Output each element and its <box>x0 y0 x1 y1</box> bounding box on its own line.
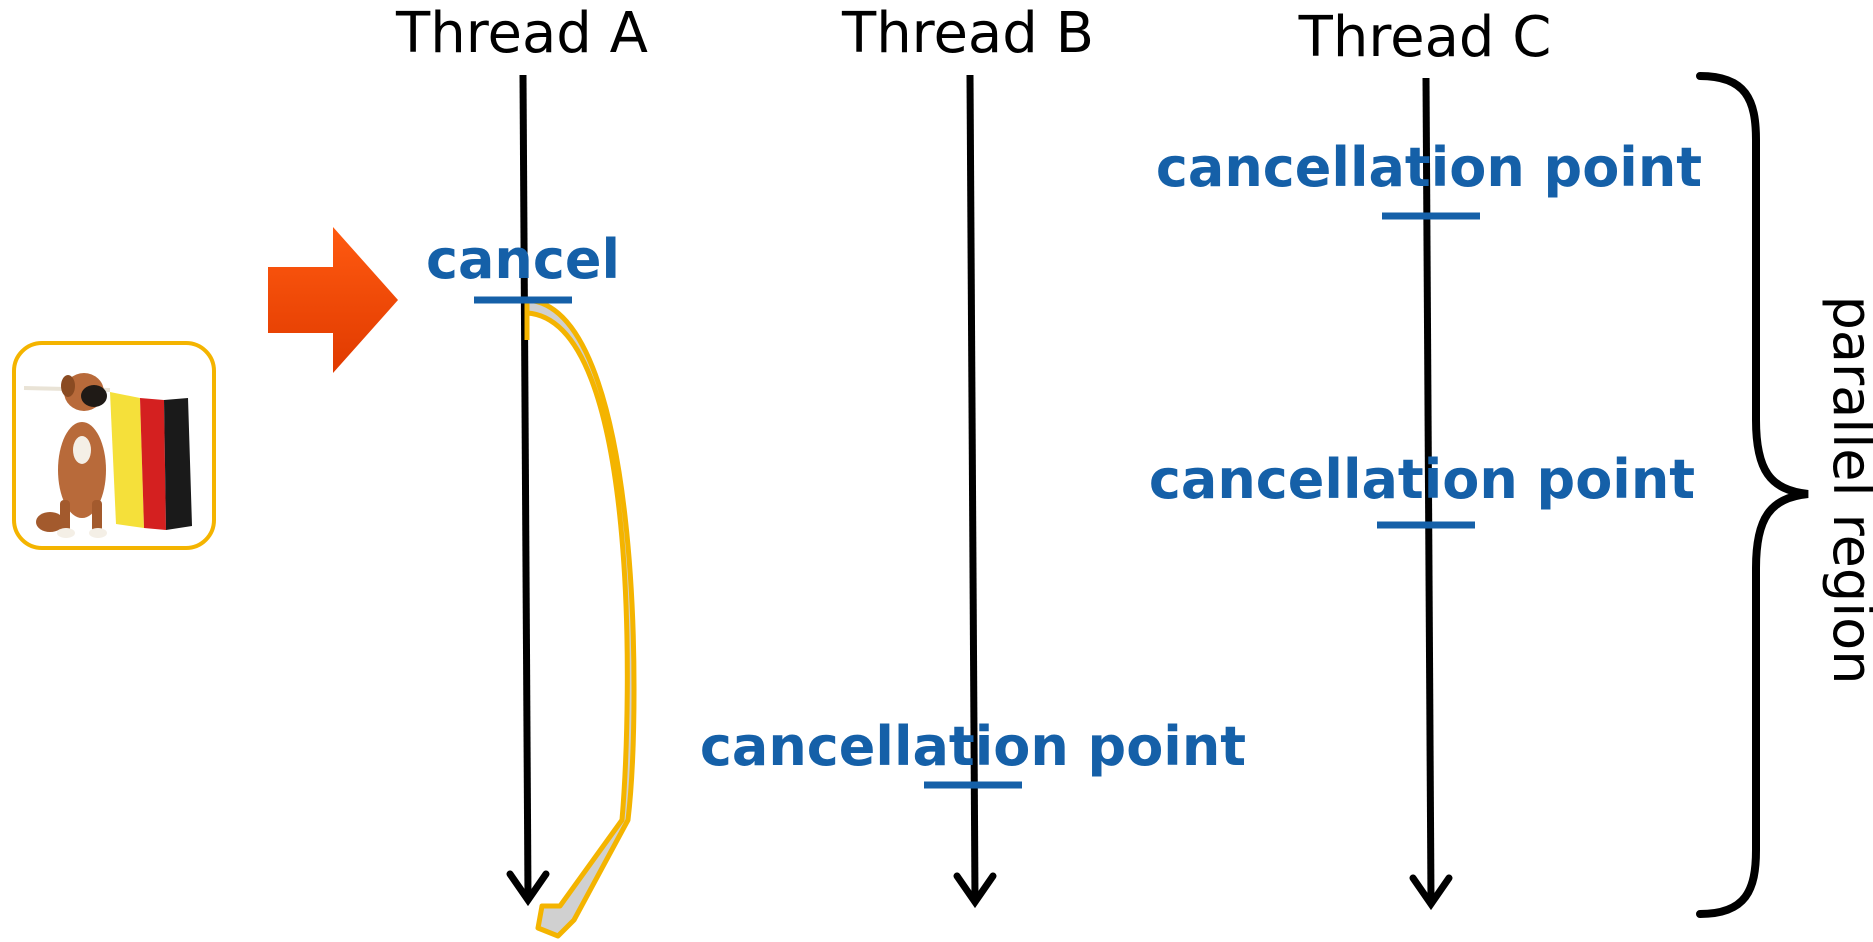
dog-with-german-flag-icon <box>12 341 216 550</box>
cancel-label: cancel <box>426 228 620 291</box>
thread-b-arrowhead <box>953 872 997 909</box>
thread-b-title: Thread B <box>841 1 1094 66</box>
thread-b-timeline <box>953 74 997 909</box>
thread-c-cancellation-point-1-label: cancellation point <box>1156 136 1702 199</box>
right-curly-brace-icon <box>1696 72 1809 918</box>
thread-a-line <box>519 74 532 899</box>
jump-to-end-arrow-icon <box>524 297 637 939</box>
thread-c-arrowhead <box>1409 874 1453 911</box>
thread-b-cancellation-point-label: cancellation point <box>700 715 1246 778</box>
thread-a-timeline <box>506 74 550 907</box>
thread-c-cancellation-point-2-label: cancellation point <box>1149 448 1695 511</box>
orange-right-arrow-icon <box>268 227 398 373</box>
parallel-region-label: parallel region <box>1821 296 1873 685</box>
thread-b-line <box>966 74 979 901</box>
thread-a-arrowhead <box>506 870 550 907</box>
thread-a-title: Thread A <box>395 1 648 66</box>
thread-c-title: Thread C <box>1298 5 1552 70</box>
